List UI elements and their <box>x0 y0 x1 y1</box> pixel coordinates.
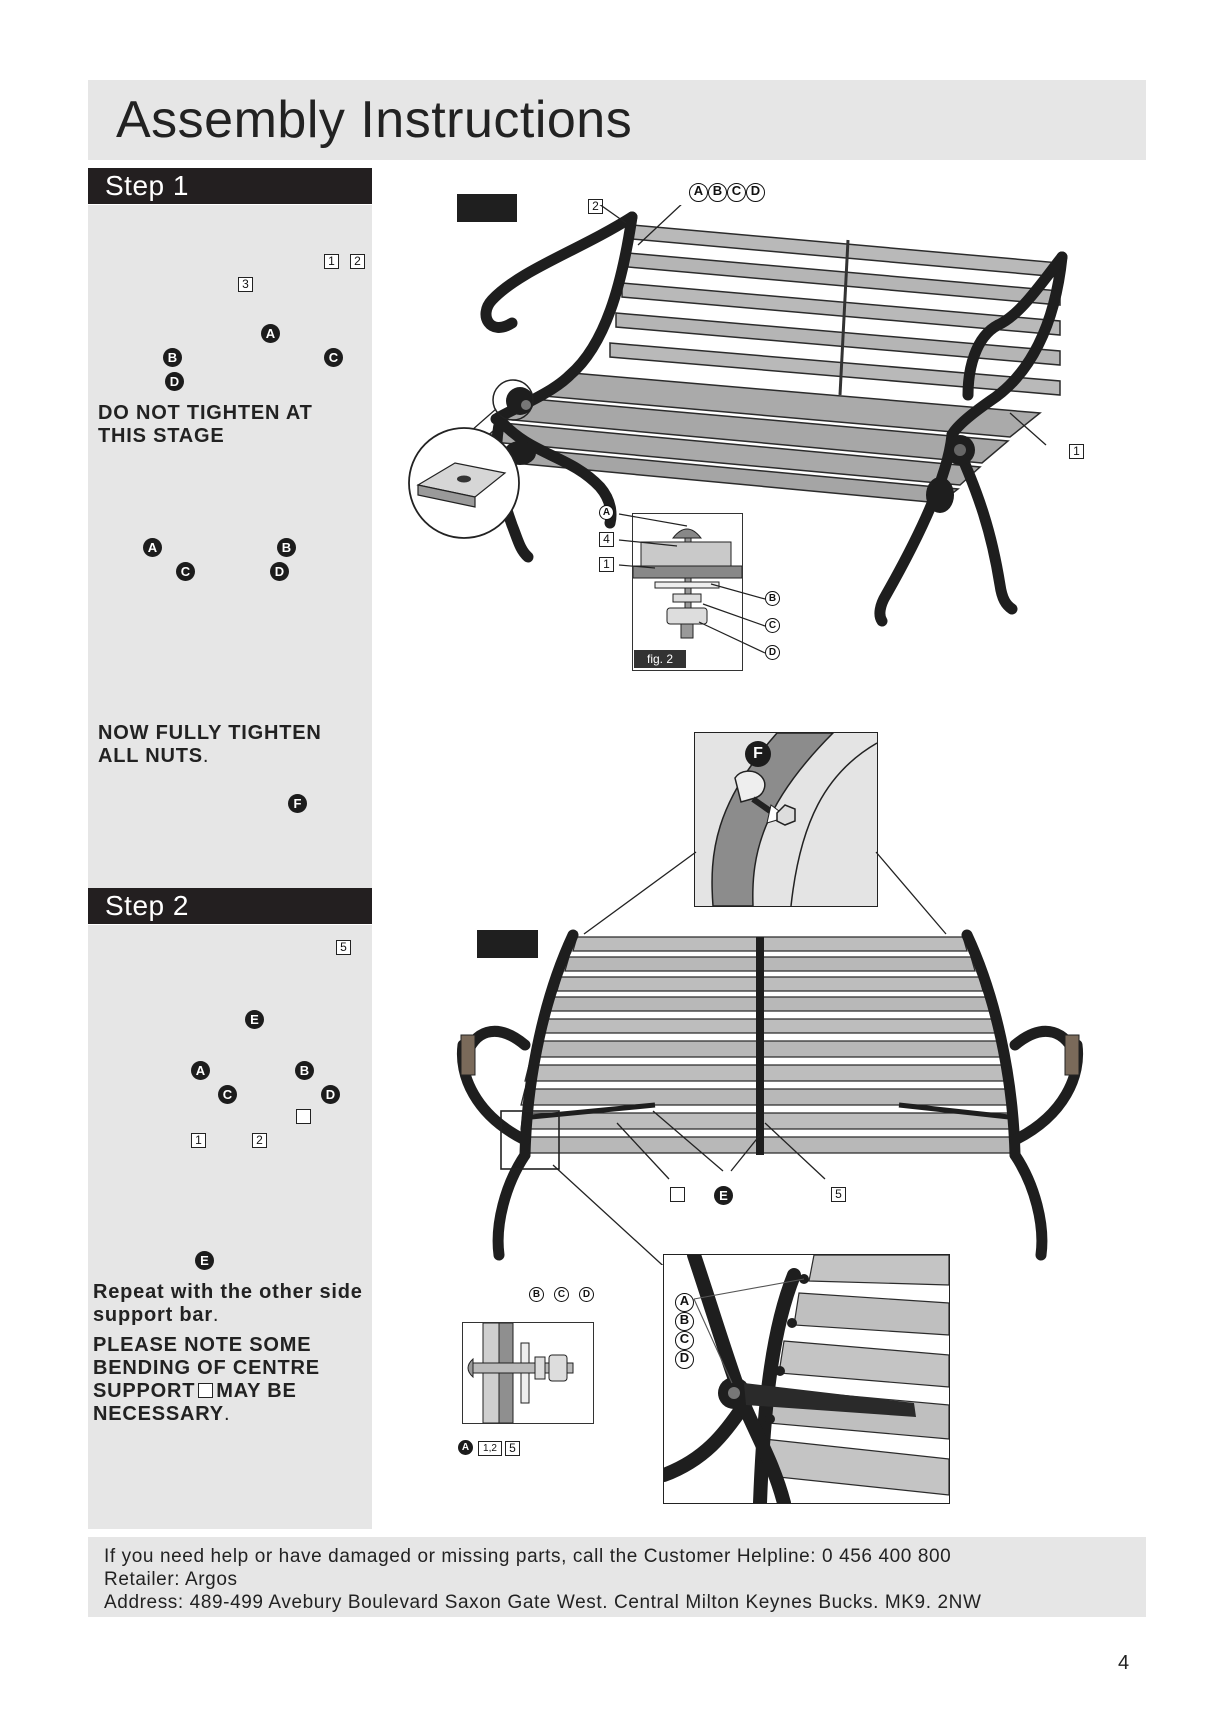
section-callout-part-1-2: 1,2 <box>478 1441 502 1456</box>
fixing-b-marker-2: B <box>277 538 296 557</box>
cap-nut-detail: F <box>694 732 878 907</box>
fixing-d-marker-3: D <box>321 1085 340 1104</box>
part-2-marker-2: 2 <box>252 1133 267 1148</box>
callout-c: C <box>727 183 746 202</box>
fixing-e-marker: E <box>245 1010 264 1029</box>
fig2-callout-b: B <box>765 591 780 606</box>
helpline-text: If you need help or have damaged or miss… <box>104 1546 952 1567</box>
figure-label-box-1 <box>457 194 517 222</box>
title-bar <box>88 80 1146 160</box>
section-callout-b: B <box>529 1287 544 1302</box>
fixing-a-marker-3: A <box>191 1061 210 1080</box>
step2-part-5-callout: 5 <box>831 1187 846 1202</box>
step2-panel <box>88 925 372 1529</box>
fixing-c-marker-2: C <box>176 562 195 581</box>
part-2-callout: 2 <box>588 199 603 214</box>
centre-support-marker <box>296 1109 311 1124</box>
fixing-b-marker-3: B <box>295 1061 314 1080</box>
fixing-d-marker: D <box>165 372 184 391</box>
part-3-marker: 3 <box>238 277 253 292</box>
fixing-c-marker-3: C <box>218 1085 237 1104</box>
fixing-a-marker: A <box>261 324 280 343</box>
bending-note: PLEASE NOTE SOME BENDING OF CENTRE SUPPO… <box>93 1334 320 1425</box>
fixing-e-marker-2: E <box>195 1251 214 1270</box>
part-5-marker: 5 <box>336 940 351 955</box>
fixing-d-marker-2: D <box>270 562 289 581</box>
detail-leader-lines <box>583 851 947 935</box>
corner-callout-a: A <box>675 1293 694 1312</box>
callout-a: A <box>689 183 708 202</box>
fixing-b-marker: B <box>163 348 182 367</box>
figure-label-box-2 <box>477 930 538 958</box>
fig2-callout-c: C <box>765 618 780 633</box>
centre-support-marker-2 <box>198 1383 214 1398</box>
section-callout-c: C <box>554 1287 569 1302</box>
address-text: Address: 489-499 Avebury Boulevard Saxon… <box>104 1592 982 1613</box>
bolt-assembly-diagram: fig. 2 <box>632 513 743 671</box>
step2-heading: Step 2 <box>88 888 372 924</box>
callout-b: B <box>708 183 727 202</box>
corner-callout-b: B <box>675 1312 694 1331</box>
warning-fully-tighten: NOW FULLY TIGHTEN ALL NUTS. <box>98 722 322 767</box>
section-callout-part-5: 5 <box>505 1441 520 1456</box>
step2-callout-e: E <box>714 1186 733 1205</box>
fig2-callout-d: D <box>765 645 780 660</box>
page-title: Assembly Instructions <box>116 91 633 149</box>
corner-callout-c: C <box>675 1331 694 1350</box>
step1-heading: Step 1 <box>88 168 372 204</box>
part-2-marker: 2 <box>350 254 365 269</box>
fixing-c-marker: C <box>324 348 343 367</box>
callout-d: D <box>746 183 765 202</box>
fig2-callout-part-4: 4 <box>599 532 614 547</box>
fig2-leader-lines <box>618 513 766 654</box>
step1-panel <box>88 205 372 888</box>
section-callout-d: D <box>579 1287 594 1302</box>
bench-illustration <box>408 205 1068 627</box>
footer-panel <box>88 1537 1146 1617</box>
repeat-note: Repeat with the other side support bar. <box>93 1281 363 1326</box>
section-callout-a: A <box>458 1440 473 1455</box>
retailer-text: Retailer: Argos <box>104 1569 238 1590</box>
fixing-f-marker: F <box>288 794 307 813</box>
warning-do-not-tighten: DO NOT TIGHTEN AT THIS STAGE <box>98 402 313 447</box>
cross-section-diagram <box>462 1322 594 1424</box>
corner-bolt-detail: A B C D <box>663 1254 950 1504</box>
fig2-callout-a: A <box>599 505 614 520</box>
part-1-marker: 1 <box>324 254 339 269</box>
step2-centre-support-callout <box>670 1187 685 1202</box>
fig-2-label: fig. 2 <box>634 650 686 668</box>
detail-callout-f: F <box>745 741 771 767</box>
corner-callout-d: D <box>675 1350 694 1369</box>
part-1-callout: 1 <box>1069 444 1084 459</box>
part-1-marker-2: 1 <box>191 1133 206 1148</box>
fixing-a-marker-2: A <box>143 538 162 557</box>
bench-top-view-illustration <box>456 929 1084 1265</box>
page-number: 4 <box>1118 1652 1130 1674</box>
fig2-callout-part-1: 1 <box>599 557 614 572</box>
